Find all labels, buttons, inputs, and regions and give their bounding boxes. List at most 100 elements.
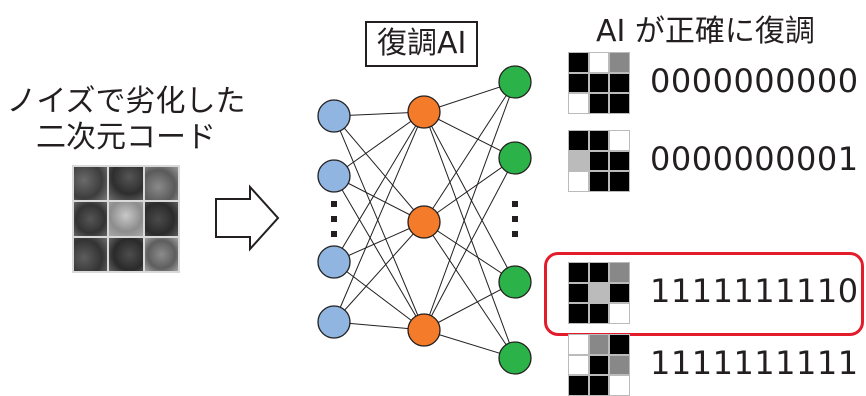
hidden-node (407, 95, 441, 129)
input-ellipsis-dot (331, 216, 337, 222)
input-ellipsis-dot (331, 201, 337, 207)
code-cell (610, 53, 629, 72)
hidden-node (407, 205, 441, 239)
code-cell (589, 53, 609, 72)
code-cell (589, 283, 609, 303)
network-edge (423, 111, 516, 359)
code-grid (568, 52, 630, 114)
input-node (317, 305, 351, 339)
code-cell (589, 94, 609, 113)
code-cell (569, 151, 588, 171)
output-node (498, 265, 532, 299)
network-edge (333, 111, 425, 177)
output-node (498, 141, 532, 175)
noisy-cell (109, 167, 143, 201)
network-edge (333, 261, 425, 331)
network-edge (333, 175, 425, 331)
code-cell (569, 172, 588, 191)
noisy-cell (109, 202, 143, 236)
output-ellipsis-dot (512, 231, 518, 237)
code-cell (610, 131, 629, 150)
arrow-right-icon (215, 184, 280, 252)
network-edge (423, 81, 516, 331)
code-cell (569, 53, 588, 72)
caption-line-1: ノイズで劣化した (6, 84, 246, 119)
code-cell (589, 335, 609, 354)
network-edge (333, 175, 425, 223)
output-ellipsis-dot (512, 201, 518, 207)
code-cell (610, 304, 629, 323)
input-node (317, 245, 351, 279)
hidden-node (407, 313, 441, 347)
noisy-cell (109, 237, 143, 271)
noisy-cell (74, 202, 108, 236)
code-cell (589, 73, 609, 93)
network-edge (423, 221, 516, 283)
code-cell (610, 335, 629, 354)
output-node (498, 65, 532, 99)
code-cell (589, 151, 609, 171)
network-edge (333, 115, 425, 223)
code-cell (589, 172, 609, 191)
code-cell (589, 131, 609, 150)
network-edge (423, 111, 516, 283)
network-edge (333, 115, 425, 331)
code-cell (569, 263, 588, 282)
code-cell (610, 355, 629, 375)
output-node (498, 341, 532, 375)
input-node (317, 99, 351, 133)
code-cell (610, 151, 629, 171)
network-edge (333, 111, 425, 263)
code-cell (569, 304, 588, 323)
code-cell (610, 263, 629, 282)
code-cell (569, 283, 588, 303)
code-cell (589, 376, 609, 395)
code-cell (610, 376, 629, 395)
input-ellipsis-dot (331, 231, 337, 237)
code-cell (569, 355, 588, 375)
network-edge (333, 111, 425, 323)
results-title: AI が正確に復調 (596, 14, 815, 49)
code-cell (589, 355, 609, 375)
noisy-cell (144, 237, 178, 271)
code-cell (569, 73, 588, 93)
network-edge (423, 281, 516, 331)
noisy-cell (144, 202, 178, 236)
code-grid (568, 334, 630, 396)
code-label: 0000000000 (650, 62, 859, 100)
network-edge (423, 157, 516, 223)
code-grid (568, 262, 630, 324)
code-cell (569, 94, 588, 113)
network-nodes (317, 65, 532, 375)
noisy-code-image (72, 165, 180, 273)
network-edge (423, 221, 516, 359)
network-edge (423, 81, 516, 223)
code-label: 0000000001 (650, 140, 859, 178)
code-cell (569, 376, 588, 395)
ellipsis-marks (331, 201, 518, 237)
code-cell (589, 304, 609, 323)
code-grid (568, 130, 630, 192)
input-node (317, 159, 351, 193)
network-edge (423, 157, 516, 331)
code-cell (569, 335, 588, 354)
network-title: 復調AI (365, 21, 479, 67)
code-label: 1111111111 (650, 344, 859, 382)
noisy-cell (74, 237, 108, 271)
caption-line-2: 二次元コード (36, 120, 216, 155)
code-cell (610, 283, 629, 303)
code-cell (589, 263, 609, 282)
network-edge (333, 221, 425, 323)
code-cell (610, 172, 629, 191)
noisy-code-caption: ノイズで劣化した 二次元コード (2, 84, 250, 156)
noisy-cell (144, 167, 178, 201)
code-label: 1111111110 (650, 272, 859, 310)
output-ellipsis-dot (512, 216, 518, 222)
code-cell (569, 131, 588, 150)
network-edge (423, 111, 516, 159)
highlight-frame (544, 252, 864, 336)
code-cell (610, 94, 629, 113)
code-cell (610, 73, 629, 93)
noisy-cell (74, 167, 108, 201)
